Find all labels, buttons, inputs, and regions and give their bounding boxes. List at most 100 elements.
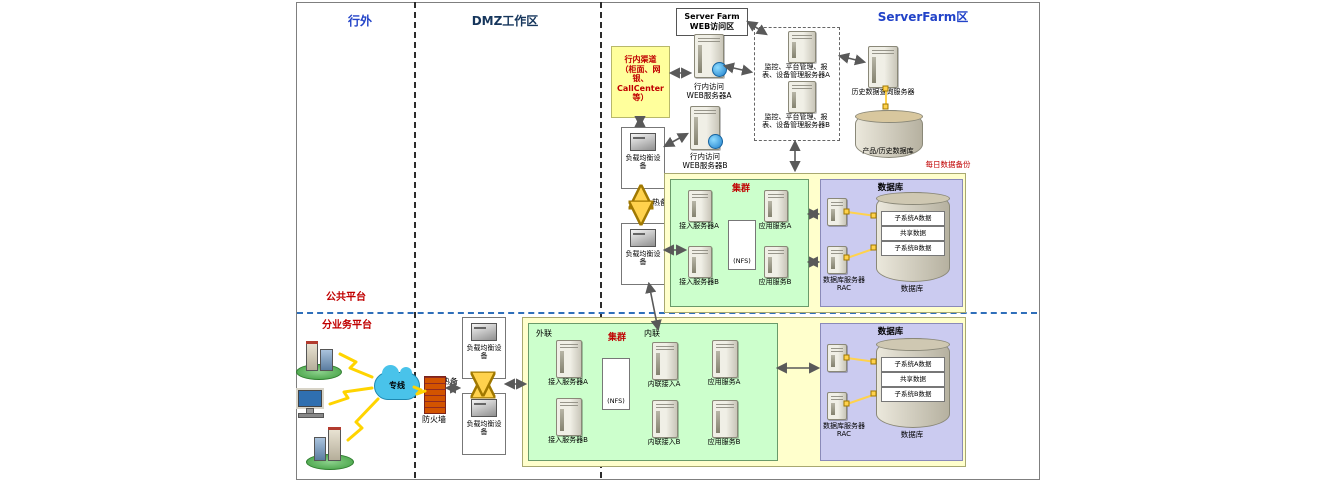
access-server-a-icon: [688, 190, 712, 222]
zone-label-sub-business: 分业务平台: [322, 320, 372, 331]
rac-server-1-icon: [827, 198, 847, 226]
database-bottom-cylinder-label: 数据库: [900, 430, 924, 439]
external-site-1: [296, 334, 342, 380]
database-top-cylinder: 子系统A数据 共享数据 子系统B数据: [876, 192, 950, 282]
building-icon: [328, 427, 341, 461]
zone-divider-dmz-serverfarm: [600, 2, 602, 478]
internal-label: 内联: [644, 329, 660, 338]
database-top-cylinder-label: 数据库: [900, 284, 924, 293]
database-bottom-cylinder: 子系统A数据 共享数据 子系统B数据: [876, 338, 950, 428]
load-balancer-icon: [630, 229, 656, 247]
nfs-box-top: (NFS): [728, 220, 756, 270]
internal-access-b-label: 内联接入B: [647, 438, 681, 446]
rac-label-bottom: 数据库服务器 RAC: [823, 422, 865, 439]
db-segment: 子系统A数据: [881, 357, 945, 372]
external-label: 外联: [536, 329, 552, 338]
access-server-b-icon: [688, 246, 712, 278]
management-server-b-icon: [788, 81, 816, 113]
web-server-a-icon: [694, 34, 724, 78]
access-server-b-bottom-label: 接入服务器B: [548, 436, 588, 444]
platform-divider-line: [297, 312, 1037, 314]
rac-server-1-bottom-icon: [827, 344, 847, 372]
database-top-title: 数据库: [877, 183, 904, 193]
hot-standby-label-top: 热备: [652, 198, 668, 207]
external-site-computer: [294, 390, 334, 420]
db-segment: 子系统A数据: [881, 211, 945, 226]
load-balancer-icon: [471, 323, 497, 341]
external-site-2: [306, 418, 354, 470]
daily-backup-label: 每日数据备份: [925, 160, 971, 169]
wan-cloud: 专线: [374, 365, 420, 400]
database-bottom-title: 数据库: [877, 327, 904, 337]
load-balancer-label: 负载均衡设备: [466, 344, 502, 361]
rac-label-top: 数据库服务器 RAC: [823, 276, 865, 293]
management-server-a-label: 监控、平台管理、报 表、设备管理服务器A: [762, 63, 830, 80]
load-balancer-label: 负载均衡设备: [625, 154, 661, 171]
load-balancer-top-2: 负载均衡设备: [621, 223, 665, 285]
app-server-b-bottom-icon: [712, 400, 738, 438]
app-server-b-label: 应用服务B: [758, 278, 792, 286]
app-server-a-bottom-label: 应用服务A: [707, 378, 741, 386]
web-server-b-label: 行内访问 WEB服务器B: [682, 152, 728, 170]
internal-channel-box: 行内渠道 （柜面、网银、 CallCenter等）: [611, 46, 670, 118]
nfs-label: (NFS): [607, 397, 625, 406]
globe-icon: [712, 62, 727, 77]
web-access-zone-box: Server Farm WEB访问区: [676, 8, 748, 36]
access-server-a-label: 接入服务器A: [679, 222, 719, 230]
app-server-a-icon: [764, 190, 788, 222]
history-query-server-icon: [868, 46, 898, 88]
hot-standby-label-bottom: 热备: [442, 377, 458, 386]
history-db-cylinder: [855, 110, 923, 158]
load-balancer-label: 负载均衡设备: [625, 250, 661, 267]
internal-access-a-label: 内联接入A: [647, 380, 681, 388]
monitor-base: [298, 413, 324, 418]
app-server-a-bottom-icon: [712, 340, 738, 378]
site-ground: [296, 364, 342, 380]
load-balancer-icon: [471, 399, 497, 417]
history-db-label: 产品/历史数据库: [862, 147, 914, 155]
rac-server-2-bottom-icon: [827, 392, 847, 420]
management-server-a-icon: [788, 31, 816, 63]
zone-label-dmz: DMZ工作区: [471, 14, 539, 28]
db-segment: 共享数据: [881, 372, 945, 387]
access-server-a-bottom-icon: [556, 340, 582, 378]
management-server-b-label: 监控、平台管理、报 表、设备管理服务器B: [762, 113, 830, 130]
building-icon: [306, 341, 318, 371]
web-access-zone-title: Server Farm WEB访问区: [684, 12, 740, 31]
web-server-a-label: 行内访问 WEB服务器A: [686, 82, 732, 100]
diagram-border: [296, 2, 1040, 480]
db-segment: 共享数据: [881, 226, 945, 241]
access-server-b-label: 接入服务器B: [679, 278, 719, 286]
app-server-b-icon: [764, 246, 788, 278]
internal-channel-label: 行内渠道 （柜面、网银、 CallCenter等）: [617, 55, 664, 103]
zone-label-serverfarm: ServerFarm区: [877, 10, 969, 24]
app-server-a-label: 应用服务A: [758, 222, 792, 230]
rac-server-2-icon: [827, 246, 847, 274]
load-balancer-icon: [630, 133, 656, 151]
load-balancer-bottom-2: 负载均衡设备: [462, 393, 506, 455]
access-server-a-bottom-label: 接入服务器A: [548, 378, 588, 386]
load-balancer-top-1: 负载均衡设备: [621, 127, 665, 189]
access-server-b-bottom-icon: [556, 398, 582, 436]
zone-divider-outside-dmz: [414, 2, 416, 478]
monitor-icon: [298, 390, 322, 407]
nfs-box-bottom: (NFS): [602, 358, 630, 410]
zone-label-outside: 行外: [347, 14, 372, 28]
cluster-top-title: 集群: [731, 184, 750, 194]
cluster-bottom-title: 集群: [607, 333, 626, 343]
load-balancer-label: 负载均衡设备: [466, 420, 502, 437]
db-segment: 子系统B数据: [881, 387, 945, 402]
db-segment: 子系统B数据: [881, 241, 945, 256]
globe-icon: [708, 134, 723, 149]
history-query-server-label: 历史数据查询服务器: [851, 88, 915, 96]
zone-label-public-platform: 公共平台: [326, 292, 366, 303]
building-icon: [320, 349, 333, 371]
wan-label: 专线: [389, 381, 405, 390]
load-balancer-bottom-1: 负载均衡设备: [462, 317, 506, 379]
firewall-icon: [424, 376, 446, 414]
internal-access-a-icon: [652, 342, 678, 380]
firewall-label: 防火墙: [422, 415, 446, 424]
nfs-label: (NFS): [733, 257, 751, 266]
app-server-b-bottom-label: 应用服务B: [707, 438, 741, 446]
